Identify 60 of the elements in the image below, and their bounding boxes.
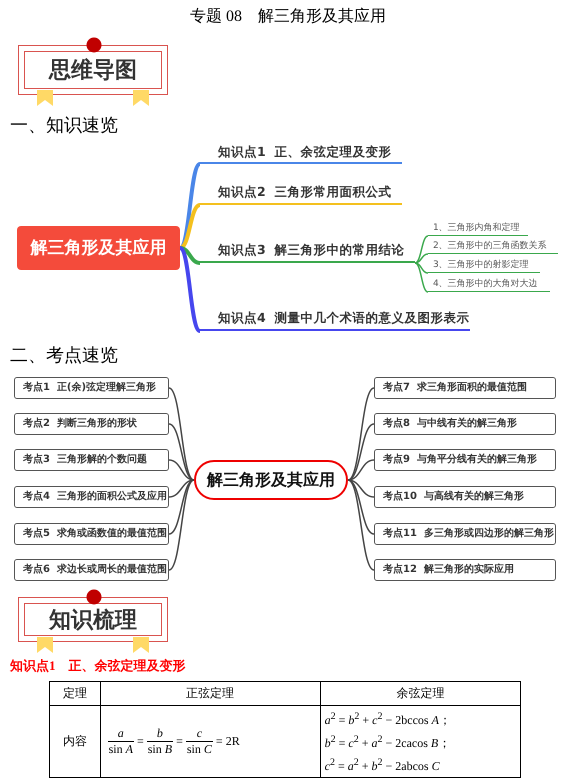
page-title: 专题 08 解三角形及其应用 [189, 6, 387, 27]
connector-curve [414, 262, 428, 274]
connector-curve [168, 479, 194, 571]
connector-curve [168, 423, 194, 481]
header-text: 余弦定理 [396, 686, 444, 700]
subsection-heading: 知识点1 正、余弦定理及变形 [10, 657, 186, 675]
connector-curve [178, 246, 202, 333]
fraction-numerator: c [196, 726, 204, 741]
topic-box: 考点9 与角平分线有关的解三角形 [374, 449, 556, 471]
topic-box: 考点7 求三角形面积的最值范围 [374, 377, 556, 399]
section-heading: 一、知识速览 [10, 114, 118, 137]
fraction-denominator: sin A [108, 741, 134, 757]
topic-box: 考点11 多三角形或四边形的解三角形 [374, 523, 556, 545]
topic-box: 考点6 求边长或周长的最值范围 [14, 559, 169, 581]
root-topic-box: 解三角形及其应用 [17, 226, 180, 270]
formula: c$^{2}$ = a$^{2}$ + b$^{2}$ − 2abcos C [324, 756, 441, 775]
banner-title: 知识梳理 [48, 606, 138, 634]
topic-box: 考点8 与中线有关的解三角形 [374, 413, 556, 435]
equals-sign: = 2R [216, 734, 240, 748]
connector-curve [348, 479, 374, 571]
topic-box: 考点1 正(余)弦定理解三角形 [14, 377, 169, 399]
connector-curve [168, 459, 194, 481]
connector-curve [414, 253, 428, 264]
connector-curve [179, 203, 201, 250]
connector-curve [414, 235, 428, 264]
topic-box: 考点2 判断三角形的形状 [14, 413, 169, 435]
subtopic: 4、三角形中的大角对大边 [428, 278, 550, 292]
header-text: 正弦定理 [186, 686, 234, 700]
fraction-denominator: sin C [186, 741, 213, 757]
subtopic: 2、三角形中的三角函数关系 [428, 240, 558, 254]
equals-sign: = [136, 734, 144, 748]
branch-topic: 知识点1 正、余弦定理及变形 [200, 143, 402, 164]
connector-curve [414, 262, 428, 293]
header-text: 定理 [62, 686, 87, 700]
topic-box: 考点5 求角或函数值的最值范围 [14, 523, 169, 545]
equals-sign: = [176, 734, 183, 748]
central-topic-pill: 解三角形及其应用 [194, 460, 348, 500]
connector-curve [180, 246, 200, 265]
connector-curve [348, 387, 374, 481]
row-label: 内容 [62, 734, 87, 748]
connector-curve [348, 423, 374, 481]
topic-box: 考点12 解三角形的实际应用 [374, 559, 556, 581]
fraction-numerator: a [116, 726, 125, 741]
fraction-denominator: sin B [146, 741, 174, 757]
connector-curve [168, 479, 194, 535]
topic-box: 考点4 三角形的面积公式及应用 [14, 486, 169, 508]
banner-title: 思维导图 [48, 57, 138, 85]
connector-curve [168, 387, 194, 481]
topic-box: 考点10 与高线有关的解三角形 [374, 486, 556, 508]
fraction-numerator: b [156, 726, 164, 741]
subtopic: 3、三角形中的射影定理 [428, 259, 540, 273]
topic-box: 考点3 三角形解的个数问题 [14, 449, 169, 471]
formula: a$^{2}$ = b$^{2}$ + c$^{2}$ − 2bccos A； [324, 710, 452, 729]
subtopic: 1、三角形内角和定理 [428, 222, 528, 236]
branch-topic: 知识点4 测量中几个术语的意义及图形表示 [200, 309, 470, 331]
branch-topic: 知识点3 解三角形中的常用结论 [200, 241, 415, 263]
branch-topic: 知识点2 三角形常用面积公式 [200, 183, 402, 205]
connector-curve [168, 479, 194, 498]
formula: b$^{2}$ = c$^{2}$ + a$^{2}$ − 2cacos B； [324, 733, 452, 752]
section-heading: 二、考点速览 [10, 344, 118, 367]
